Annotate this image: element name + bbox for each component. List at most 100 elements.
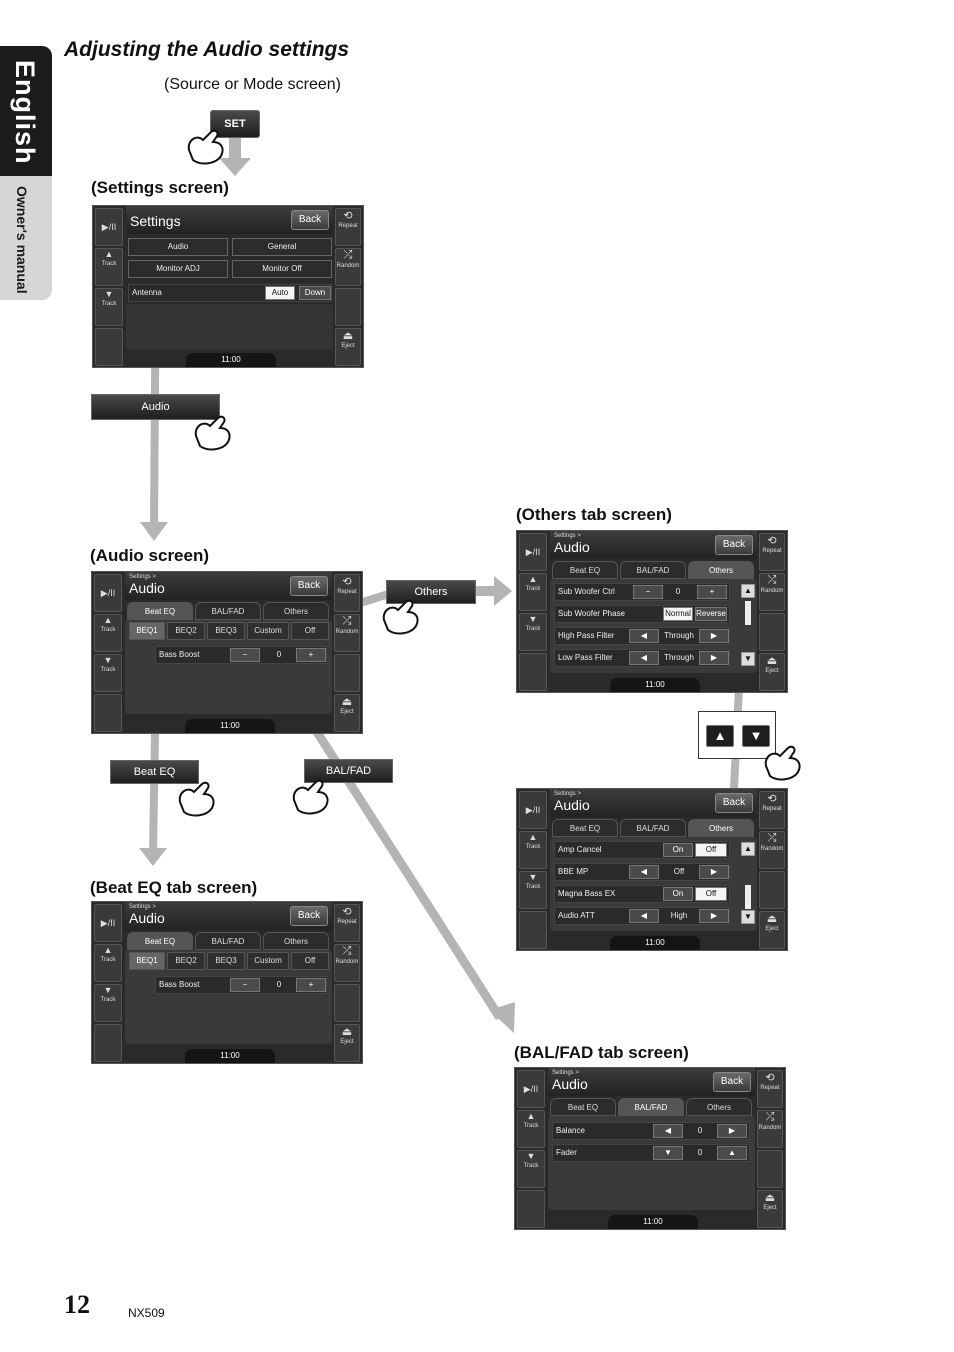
eject-button[interactable]: ⏏Eject <box>335 328 361 366</box>
att-left-button[interactable]: ◀ <box>629 909 659 923</box>
monitor-adj-button[interactable]: Monitor ADJ <box>128 260 228 278</box>
blank-button[interactable] <box>334 984 360 1022</box>
eject-button[interactable]: ⏏Eject <box>757 1190 783 1228</box>
repeat-button[interactable]: ⟲Repeat <box>334 904 360 942</box>
tab-others[interactable]: Others <box>263 602 329 620</box>
play-pause-button[interactable]: ▶/II <box>519 533 547 571</box>
sub-woofer-minus-button[interactable]: − <box>633 585 663 599</box>
play-pause-button[interactable]: ▶/II <box>519 791 547 829</box>
blank-button[interactable] <box>94 694 122 732</box>
tab-balfad[interactable]: BAL/FAD <box>620 819 686 837</box>
tab-others[interactable]: Others <box>263 932 329 950</box>
beat-eq-callout-button[interactable]: Beat EQ <box>110 760 199 784</box>
beq2-tab[interactable]: BEQ2 <box>167 622 205 640</box>
hpf-left-button[interactable]: ◀ <box>629 629 659 643</box>
balfad-callout-button[interactable]: BAL/FAD <box>304 759 393 783</box>
custom-tab[interactable]: Custom <box>247 622 289 640</box>
beq3-tab[interactable]: BEQ3 <box>207 622 245 640</box>
random-button[interactable]: ⤮Random <box>759 831 785 869</box>
beq1-tab[interactable]: BEQ1 <box>129 952 165 970</box>
random-button[interactable]: ⤮Random <box>334 614 360 652</box>
audio-callout-button[interactable]: Audio <box>91 394 220 420</box>
scroll-up-button[interactable]: ▲ <box>741 584 755 598</box>
back-button[interactable]: Back <box>715 793 753 813</box>
back-button[interactable]: Back <box>290 576 328 596</box>
random-button[interactable]: ⤮Random <box>334 944 360 982</box>
bass-minus-button[interactable]: − <box>230 648 260 662</box>
hpf-right-button[interactable]: ▶ <box>699 629 729 643</box>
tab-balfad[interactable]: BAL/FAD <box>618 1098 684 1116</box>
repeat-button[interactable]: ⟲Repeat <box>759 791 785 829</box>
blank-button[interactable] <box>517 1190 545 1228</box>
play-pause-button[interactable]: ▶/II <box>517 1070 545 1108</box>
down-arrow-button[interactable]: ▼ <box>742 725 770 747</box>
play-pause-button[interactable]: ▶/II <box>94 904 122 942</box>
back-button[interactable]: Back <box>715 535 753 555</box>
tab-others[interactable]: Others <box>688 819 754 837</box>
amp-cancel-on-button[interactable]: On <box>663 843 693 857</box>
eject-button[interactable]: ⏏Eject <box>759 653 785 691</box>
custom-tab[interactable]: Custom <box>247 952 289 970</box>
monitor-off-button[interactable]: Monitor Off <box>232 260 332 278</box>
tab-balfad[interactable]: BAL/FAD <box>195 932 261 950</box>
phase-reverse-button[interactable]: Reverse <box>695 607 727 621</box>
track-down-button[interactable]: ▼Track <box>94 654 122 692</box>
magna-on-button[interactable]: On <box>663 887 693 901</box>
others-callout-button[interactable]: Others <box>386 580 476 604</box>
antenna-auto-button[interactable]: Auto <box>265 286 295 300</box>
tab-beat-eq[interactable]: Beat EQ <box>552 561 618 579</box>
eject-button[interactable]: ⏏Eject <box>334 694 360 732</box>
balance-right-button[interactable]: ▶ <box>717 1124 747 1138</box>
blank-button[interactable] <box>519 911 547 949</box>
fader-down-button[interactable]: ▼ <box>653 1146 683 1160</box>
track-down-button[interactable]: ▼Track <box>519 613 547 651</box>
track-down-button[interactable]: ▼Track <box>517 1150 545 1188</box>
blank-button[interactable] <box>757 1150 783 1188</box>
blank-button[interactable] <box>95 328 123 366</box>
scrollbar[interactable] <box>745 885 751 909</box>
att-right-button[interactable]: ▶ <box>699 909 729 923</box>
track-up-button[interactable]: ▲Track <box>94 944 122 982</box>
tab-beat-eq[interactable]: Beat EQ <box>552 819 618 837</box>
bass-plus-button[interactable]: + <box>296 648 326 662</box>
beq1-tab[interactable]: BEQ1 <box>129 622 165 640</box>
antenna-down-button[interactable]: Down <box>299 286 331 300</box>
track-up-button[interactable]: ▲Track <box>95 248 123 286</box>
fader-up-button[interactable]: ▲ <box>717 1146 747 1160</box>
blank-button[interactable] <box>759 871 785 909</box>
audio-menu-button[interactable]: Audio <box>128 238 228 256</box>
track-up-button[interactable]: ▲Track <box>519 831 547 869</box>
back-button[interactable]: Back <box>713 1072 751 1092</box>
magna-off-button[interactable]: Off <box>695 887 727 901</box>
scrollbar[interactable] <box>745 601 751 625</box>
tab-beat-eq[interactable]: Beat EQ <box>127 602 193 620</box>
track-down-button[interactable]: ▼Track <box>94 984 122 1022</box>
blank-button[interactable] <box>94 1024 122 1062</box>
tab-others[interactable]: Others <box>688 561 754 579</box>
back-button[interactable]: Back <box>291 210 329 230</box>
tab-balfad[interactable]: BAL/FAD <box>195 602 261 620</box>
repeat-button[interactable]: ⟲Repeat <box>757 1070 783 1108</box>
back-button[interactable]: Back <box>290 906 328 926</box>
blank-button[interactable] <box>759 613 785 651</box>
track-down-button[interactable]: ▼Track <box>95 288 123 326</box>
tab-others[interactable]: Others <box>686 1098 752 1116</box>
bbe-right-button[interactable]: ▶ <box>699 865 729 879</box>
scroll-down-button[interactable]: ▼ <box>741 652 755 666</box>
sub-woofer-plus-button[interactable]: + <box>697 585 727 599</box>
beq3-tab[interactable]: BEQ3 <box>207 952 245 970</box>
blank-button[interactable] <box>334 654 360 692</box>
blank-button[interactable] <box>335 288 361 326</box>
scroll-down-button[interactable]: ▼ <box>741 910 755 924</box>
tab-beat-eq[interactable]: Beat EQ <box>127 932 193 950</box>
general-menu-button[interactable]: General <box>232 238 332 256</box>
beq2-tab[interactable]: BEQ2 <box>167 952 205 970</box>
blank-button[interactable] <box>519 653 547 691</box>
bass-plus-button[interactable]: + <box>296 978 326 992</box>
repeat-button[interactable]: ⟲Repeat <box>334 574 360 612</box>
track-up-button[interactable]: ▲Track <box>94 614 122 652</box>
tab-beat-eq[interactable]: Beat EQ <box>550 1098 616 1116</box>
track-up-button[interactable]: ▲Track <box>519 573 547 611</box>
bass-minus-button[interactable]: − <box>230 978 260 992</box>
repeat-button[interactable]: ⟲Repeat <box>335 208 361 246</box>
